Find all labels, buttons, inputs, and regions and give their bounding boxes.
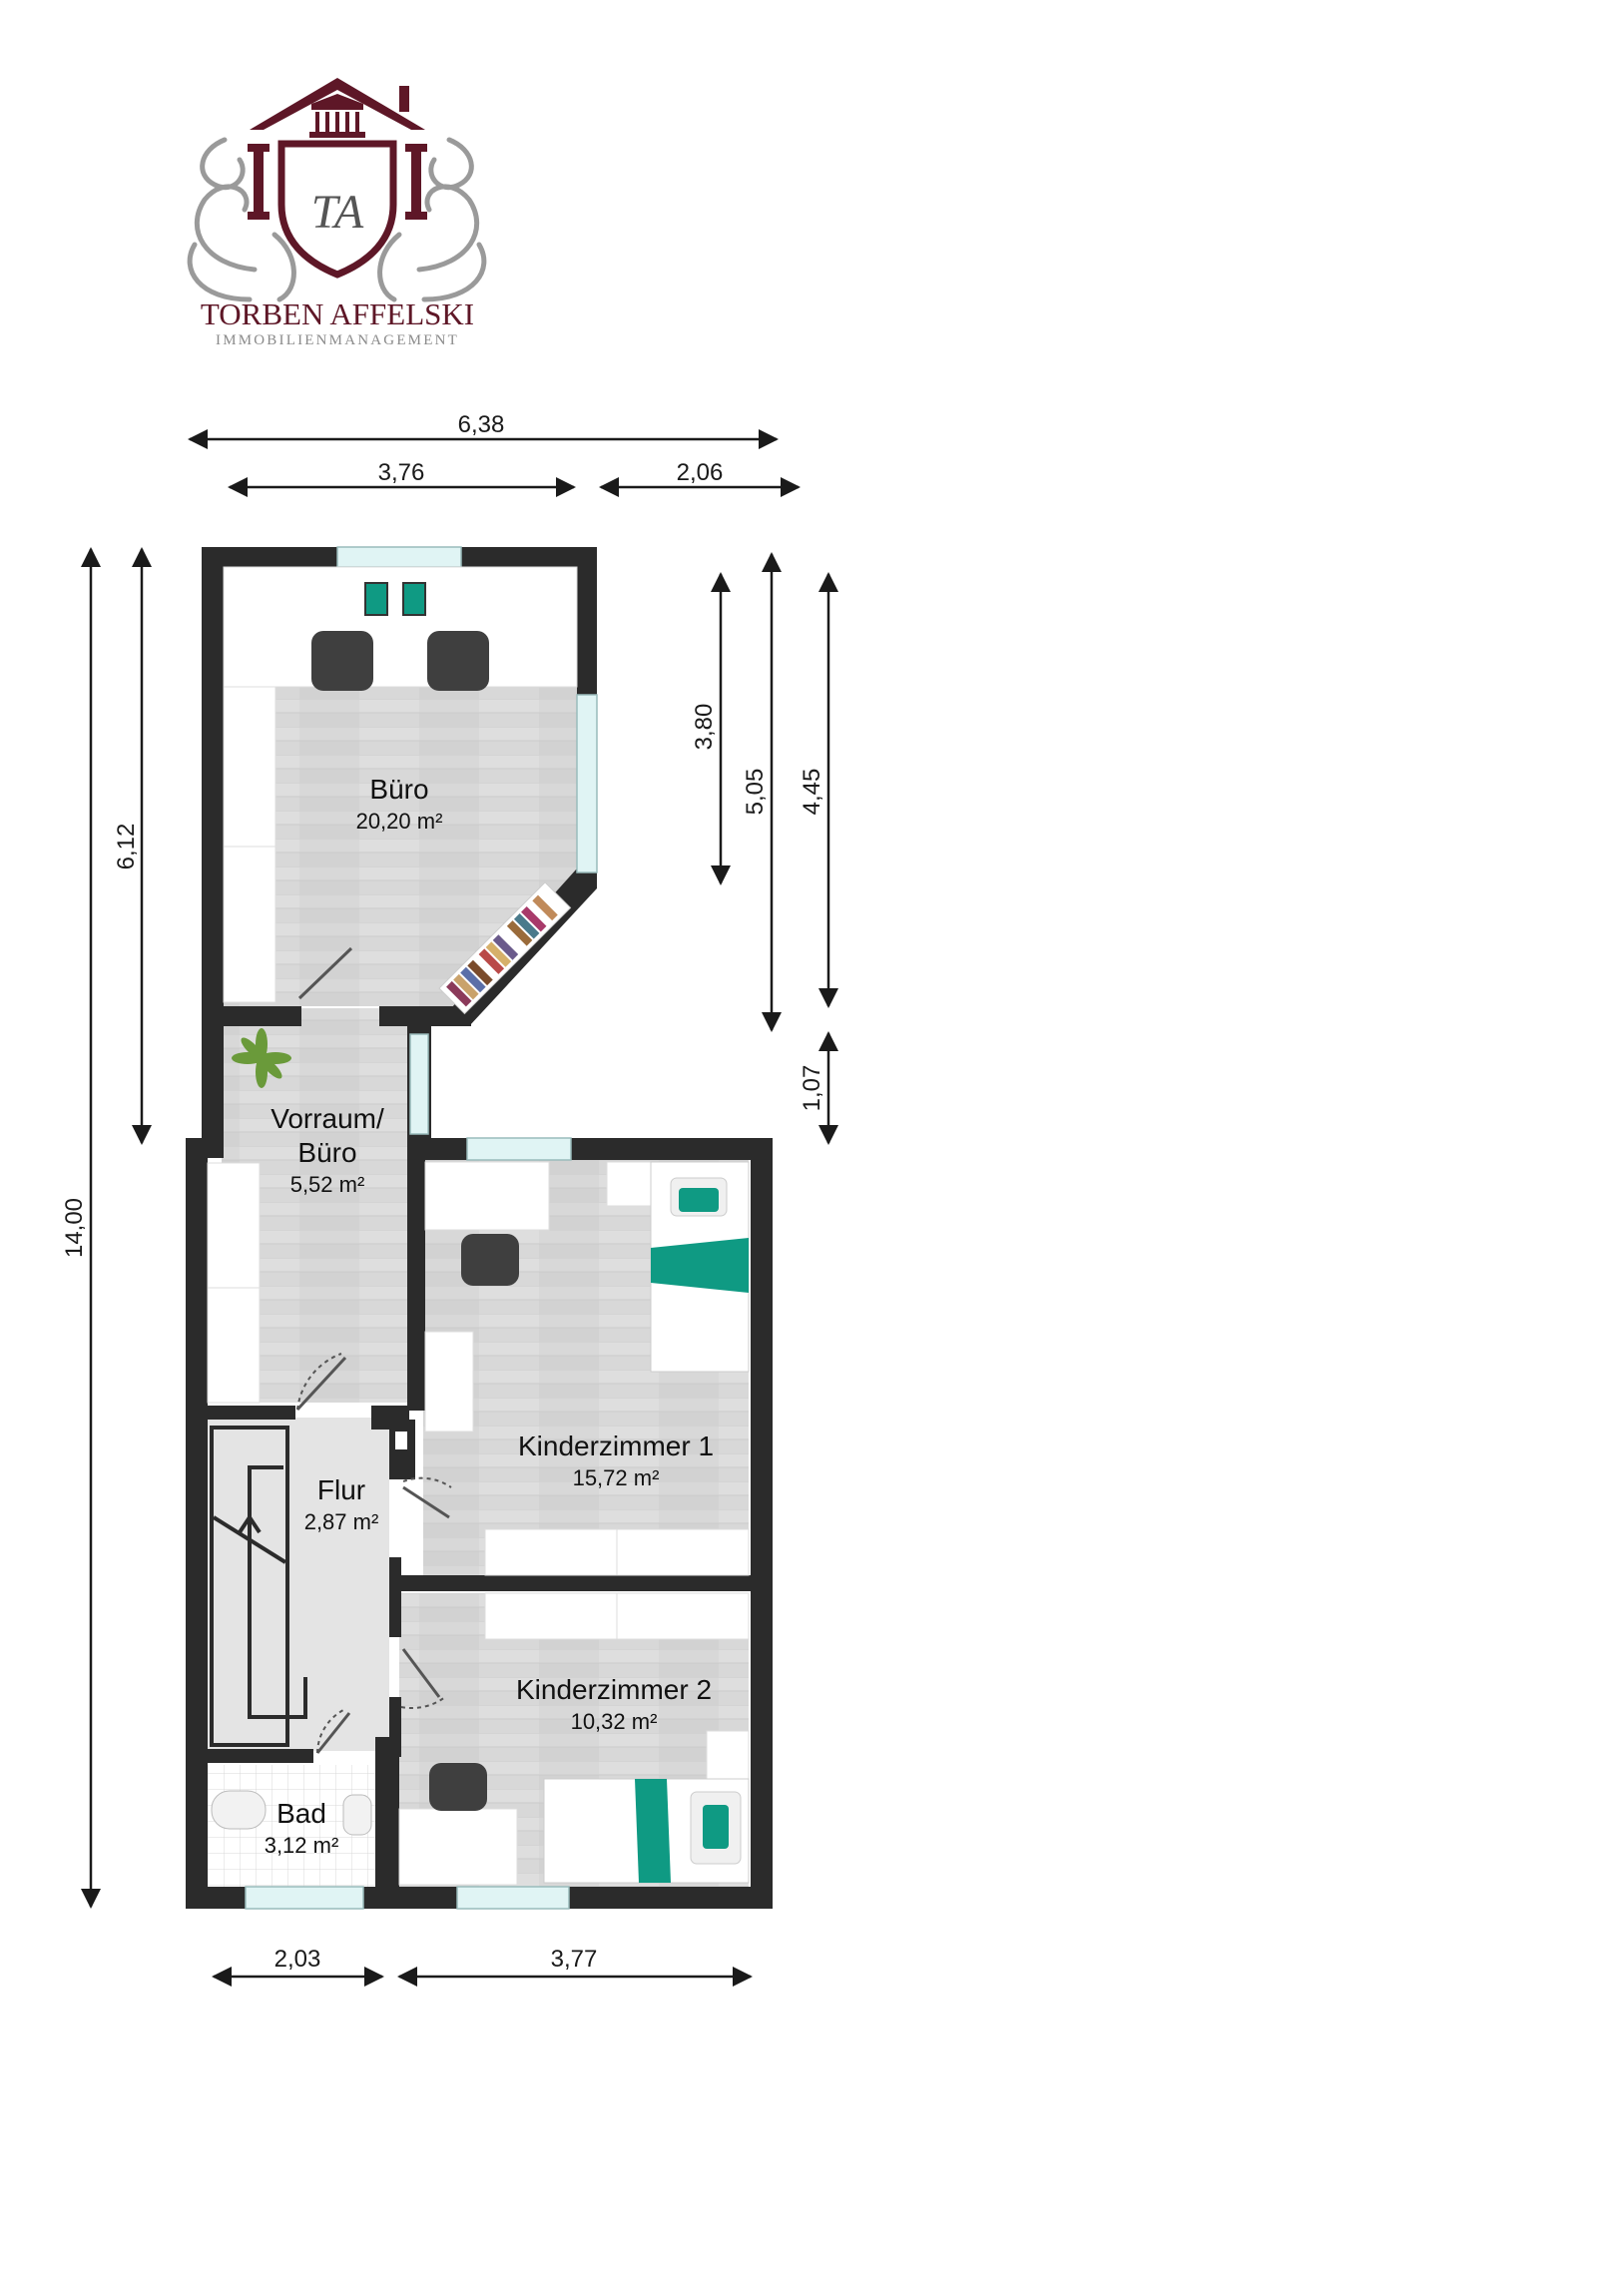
room-labels: Büro 20,20 m² Vorraum/Büro 5,52 m² Kinderzim… [265,774,714,1858]
door-kz2 [401,1648,441,1698]
dim-label-bottom-right: 3,77 [551,1946,598,1973]
shelf-left-wall [223,686,276,1003]
room-name-kinderzimmer-2: Kinderzimmer 2 [516,1674,712,1705]
window-bad-bottom [245,1886,364,1910]
buero-furniture [223,566,578,1015]
window-buero-right [576,694,598,873]
dim-label-right-d: 1,07 [799,1065,825,1112]
house-roof-icon [250,78,425,138]
kinderzimmer-2-furniture [398,1592,750,1886]
windows [245,546,598,1910]
toilet-icon [211,1790,267,1830]
room-name-flur: Flur [317,1474,365,1505]
room-name-vorraum-1: Vorraum/ [270,1103,384,1134]
sink-icon [342,1794,372,1836]
pillar-right-icon [405,144,427,220]
nightstand-kz1 [606,1161,652,1207]
shelf-kz1 [424,1331,474,1433]
company-logo: TA TORBEN AFFELSKI IMMOBILIENMANAGEMENT [187,78,487,348]
door-kz1 [402,1485,450,1519]
desk-kz1 [424,1161,550,1231]
door-vorraum [295,1356,347,1412]
stairs-arrow [238,1513,262,1697]
kinderzimmer-1-furniture [424,1161,750,1576]
bookshelf [438,881,572,1015]
dim-label-top-left: 3,76 [378,459,425,486]
pillow-teal-kz2 [703,1805,729,1849]
ornament-right-icon [377,137,487,302]
dimension-lines [81,429,838,1987]
wardrobe-vorraum [207,1162,261,1404]
room-area-bad: 3,12 m² [265,1833,339,1858]
shield-icon [277,140,397,279]
window-kz1-top [466,1137,572,1161]
nightstand-kz2 [706,1730,750,1780]
door-swing-buero [297,946,353,1000]
office-chair-kz1 [461,1234,519,1286]
room-area-vorraum: 5,52 m² [290,1172,365,1197]
room-name-kinderzimmer-1: Kinderzimmer 1 [518,1431,714,1461]
office-chair-kz2 [429,1763,487,1811]
bad-furniture [211,1790,372,1836]
plant-icon [232,1028,291,1088]
flur-pillar [391,1428,411,1453]
ornament-left-icon [187,137,296,302]
room-name-vorraum-2: Büro [297,1137,356,1168]
dim-label-bottom-left: 2,03 [274,1946,321,1973]
vorraum-furniture [207,1028,291,1404]
dim-label-left-total: 14,00 [61,1198,88,1258]
stairs-block [211,1427,288,1746]
logo-monogram: TA [311,186,364,239]
dim-label-top-total: 6,38 [458,411,505,438]
blanket-kz2 [635,1779,671,1883]
pillow-teal-kz1 [679,1188,719,1212]
dim-label-right-b: 5,05 [742,769,769,816]
window-buero-top [336,546,462,568]
logo-company-name: TORBEN AFFELSKI [201,296,474,331]
dim-label-top-right: 2,06 [677,459,724,486]
office-chair-icon [311,631,489,691]
floor-flur [206,1418,389,1751]
desk [223,566,578,688]
room-area-flur: 2,87 m² [304,1509,379,1534]
monitor-left [364,582,388,616]
window-vorraum [409,1033,429,1135]
logo-tagline: IMMOBILIENMANAGEMENT [216,332,459,348]
room-name-buero: Büro [369,774,428,805]
room-area-buero: 20,20 m² [356,809,443,834]
monitor-right [402,582,426,616]
room-area-kinderzimmer-1: 15,72 m² [573,1465,660,1490]
pillar-left-icon [248,144,270,220]
blanket-kz1 [651,1238,749,1293]
window-kz2-bottom [456,1886,570,1910]
desk-kz2 [398,1808,518,1886]
dim-label-right-c: 4,45 [799,769,825,816]
dimension-labels: 6,38 3,76 2,06 14,00 6,12 3,80 5,05 4,45… [61,411,825,1973]
room-name-bad: Bad [276,1798,326,1829]
door-bad [315,1712,351,1754]
dim-label-right-a: 3,80 [691,704,718,751]
door-swings [295,1353,452,1754]
dim-label-left-upper: 6,12 [113,824,140,870]
room-area-kinderzimmer-2: 10,32 m² [571,1709,658,1734]
